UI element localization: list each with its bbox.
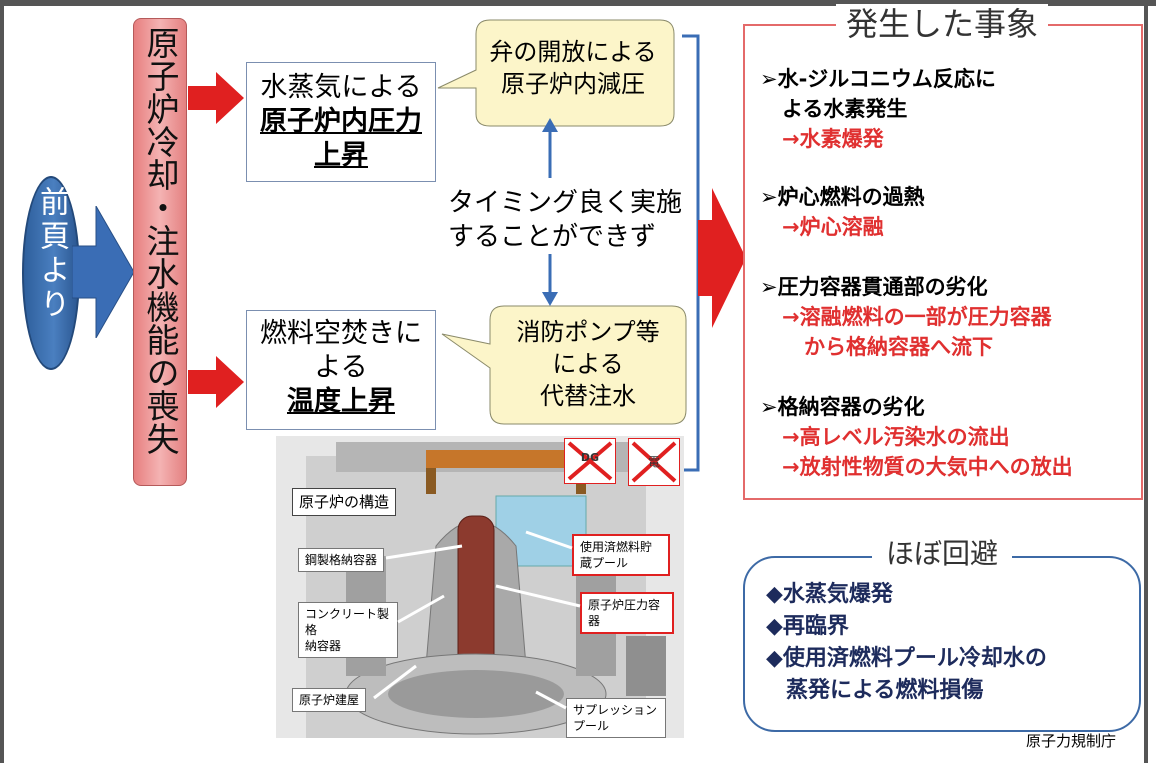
power-label: 電 [647,455,660,469]
label-suppression-pool: サプレッション プール [566,698,666,738]
event-3: ➢圧力容器貫通部の劣化 →溶融燃料の一部が圧力容器 から格納容器へ流下 [760,272,1052,362]
event-4-result2: →放射性物質の大気中への放出 [782,455,1073,479]
pressure-rise-line1: 水蒸気による [260,72,422,103]
label-concrete-vessel-line1: コンクリート製格 [305,607,390,637]
reactor-illustration: 原子炉の構造 鋼製格納容器 コンクリート製格 納容器 原子炉建屋 使用済燃料貯 … [276,436,684,738]
pump-bubble-line3: 代替注水 [540,382,636,410]
event-3-result1: →溶融燃料の一部が圧力容器 [782,305,1052,329]
red-arrow-top [188,72,244,124]
valve-bubble-line1: 弁の開放による [489,38,657,66]
label-concrete-vessel-line2: 納容器 [305,639,342,653]
pressure-rise-line2-wrap: 原子炉内圧力 [247,105,435,139]
events-panel [743,24,1143,500]
event-4-head: ➢格納容器の劣化 [760,395,925,419]
temperature-rise-box: 燃料空焚きに よる 温度上昇 [246,310,436,430]
avoided-title: ほぼ回避 [872,536,1013,572]
label-spent-fuel-pool: 使用済燃料貯 蔵プール [572,534,670,576]
illustration-title: 原子炉の構造 [292,488,397,516]
temperature-rise-line3-wrap: 温度上昇 [247,385,435,419]
timing-note: タイミング良く実施 することができず [448,186,698,254]
label-suppression-pool-line1: サプレッション [573,703,658,717]
pump-bubble-line1: 消防ポンプ等 [516,318,660,346]
label-steel-vessel: 鋼製格納容器 [298,548,385,572]
previous-page-label: 前頁より [34,186,69,322]
red-arrow-bottom [188,356,244,408]
label-pressure-vessel: 原子炉圧力容 器 [580,592,674,634]
timing-arrows [542,118,558,306]
event-4: ➢格納容器の劣化 →高レベル汚染水の流出 →放射性物質の大気中への放出 [760,392,1073,482]
label-reactor-building: 原子炉建屋 [292,688,367,712]
pump-bubble: 消防ポンプ等 による 代替注水 [490,310,686,420]
label-spent-fuel-pool-line1: 使用済燃料貯 [580,540,653,554]
timing-note-line2: することができず [448,222,657,252]
event-4-result1: →高レベル汚染水の流出 [782,425,1010,449]
dg-cross-icon [567,441,613,481]
label-concrete-vessel: コンクリート製格 納容器 [298,602,398,658]
temperature-rise-line3: 温度上昇 [287,386,395,417]
avoided-item-2: ◆再臨界 [766,614,849,639]
footer-agency: 原子力規制庁 [1026,732,1117,750]
label-pressure-vessel-line2: 器 [588,614,601,628]
valve-bubble-shape [437,19,675,127]
event-1-head1: ➢水-ジルコニウム反応に [760,67,996,91]
power-cross-icon [631,441,677,483]
pressure-rise-box: 水蒸気による 原子炉内圧力 上昇 [246,62,436,182]
event-3-head: ➢圧力容器貫通部の劣化 [760,275,988,299]
pump-bubble-line2: による [552,350,624,378]
event-1: ➢水-ジルコニウム反応に よる水素発生 →水素爆発 [760,64,996,154]
avoided-item-3: ◆使用済燃料プール冷却水の [766,646,1047,671]
loss-of-cooling-box [133,18,187,486]
event-2-result: →炉心溶融 [782,215,884,239]
temperature-rise-line2: よる [314,352,368,383]
top-border [0,0,1156,6]
dg-badge: DG [564,438,616,484]
label-suppression-pool-line2: プール [573,719,610,733]
label-pressure-vessel-line1: 原子炉圧力容 [588,598,661,612]
red-arrow-to-events [698,188,746,328]
avoided-item-1: ◆水蒸気爆発 [766,582,893,607]
power-badge: 電 [628,438,680,486]
event-3-result2: から格納容器へ流下 [804,335,993,359]
pressure-rise-line3: 上昇 [314,140,368,171]
label-spent-fuel-pool-line2: 蔵プール [580,556,629,570]
loss-of-cooling-label: 原子炉冷却・注水機能の喪失 [141,26,180,455]
pressure-rise-line3-wrap: 上昇 [247,139,435,173]
event-1-result: →水素爆発 [782,127,884,151]
events-title: 発生した事象 [836,4,1049,44]
event-2: ➢炉心燃料の過熱 →炉心溶融 [760,182,925,242]
event-2-head: ➢炉心燃料の過熱 [760,185,925,209]
event-1-head2: よる水素発生 [782,97,908,121]
valve-bubble-line2: 原子炉内減圧 [501,70,645,98]
avoided-item-4: 蒸発による燃料損傷 [786,678,984,703]
pressure-rise-line2: 原子炉内圧力 [260,106,422,137]
blue-arrow-from-oval [72,206,135,338]
pump-bubble-shape [441,305,687,425]
temperature-rise-line1: 燃料空焚きに [260,318,422,349]
dg-label: DG [580,451,600,464]
timing-note-line1: タイミング良く実施 [448,188,683,218]
valve-bubble: 弁の開放による 原子炉内減圧 [478,28,668,112]
